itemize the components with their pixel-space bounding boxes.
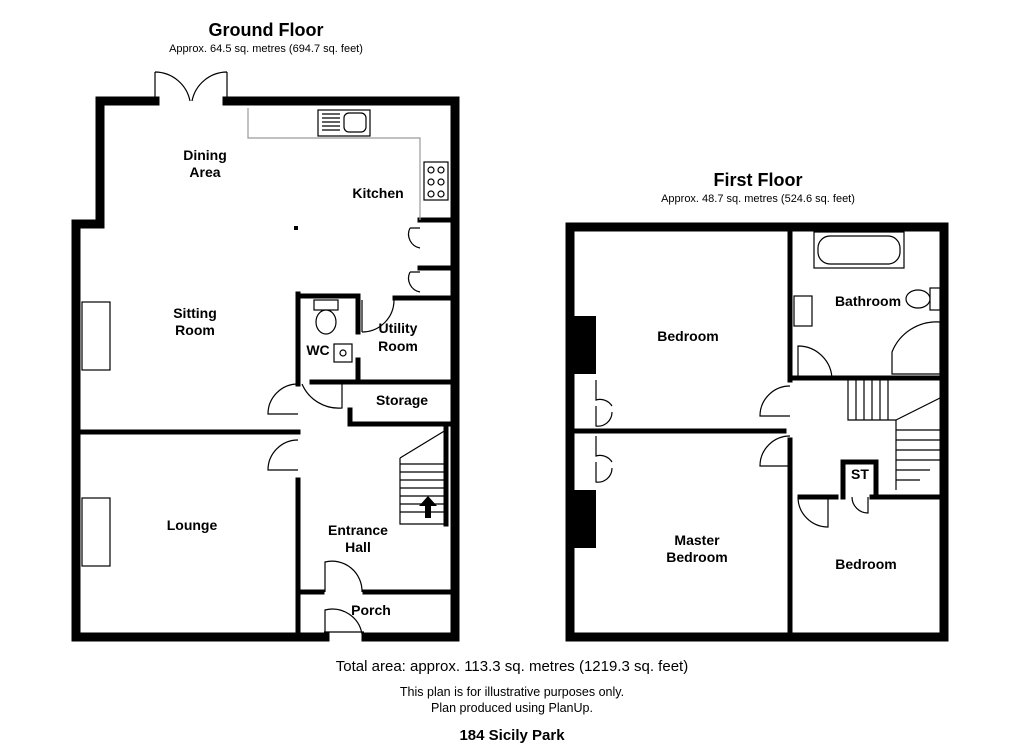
hall-label-2: Hall [345,539,371,555]
porch-label: Porch [351,602,391,618]
first-floor-plan [565,222,949,642]
master-label-2: Bedroom [666,549,727,565]
dining-label-2: Area [189,164,220,180]
storage-label: Storage [376,392,428,408]
kitchen-label: Kitchen [352,185,403,201]
bedroom-2-label: Bedroom [835,556,896,572]
ground-floor-title: Ground Floor [209,20,324,40]
ground-floor-plan [71,71,460,642]
st-label: ST [851,466,869,482]
sitting-label-1: Sitting [173,305,217,321]
wc-label: WC [306,342,329,358]
hall-label-1: Entrance [328,522,388,538]
property-address: 184 Sicily Park [459,727,565,744]
utility-label-2: Room [378,338,418,354]
dining-label-1: Dining [183,147,227,163]
stair-arrow-icon [419,496,437,518]
disclaimer-line-1: This plan is for illustrative purposes o… [400,685,624,699]
sitting-label-2: Room [175,322,215,338]
disclaimer-line-2: Plan produced using PlanUp. [431,701,593,715]
ground-floor-area: Approx. 64.5 sq. metres (694.7 sq. feet) [169,43,363,55]
utility-label-1: Utility [379,320,418,336]
first-floor-title: First Floor [714,170,803,190]
bathroom-label: Bathroom [835,293,901,309]
master-label-1: Master [674,532,720,548]
total-area: Total area: approx. 113.3 sq. metres (12… [336,658,688,675]
lounge-label: Lounge [167,517,218,533]
bedroom-1-label: Bedroom [657,328,718,344]
first-floor-area: Approx. 48.7 sq. metres (524.6 sq. feet) [661,193,855,205]
